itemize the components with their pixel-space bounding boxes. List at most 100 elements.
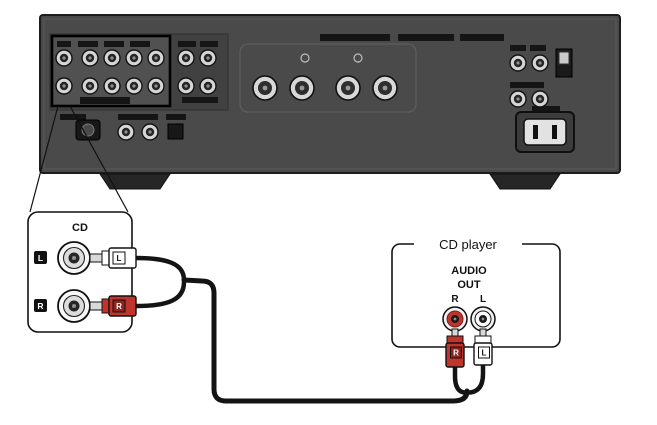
ac-inlet-slot (533, 125, 538, 139)
cable-red-left (133, 279, 187, 309)
device-outline (391, 243, 561, 348)
rca-jack (509, 90, 527, 108)
rca-jack (81, 77, 99, 95)
plug-label: R (116, 302, 122, 311)
label-bar (60, 114, 86, 120)
speaker-terminal (372, 75, 398, 101)
rca-jack (531, 90, 549, 108)
audio-cable (133, 255, 486, 404)
label-bar (104, 41, 124, 47)
speaker-terminal-section (239, 43, 417, 113)
rca-jack (147, 77, 165, 95)
label-bar (166, 114, 186, 120)
callout-line-left (29, 105, 59, 213)
plug-label: L (482, 349, 487, 358)
ac-inlet (515, 111, 575, 153)
channel-r-badge (34, 299, 47, 312)
rca-jack (199, 77, 217, 95)
label-bar (57, 41, 71, 47)
speaker-terminal (289, 75, 315, 101)
audio-label: AUDIO (451, 265, 487, 277)
speaker-group-mark (300, 53, 310, 63)
analog-input-section (49, 33, 229, 111)
rca-plug-white-l: L (89, 247, 137, 269)
panel-label-bars-top (320, 34, 504, 41)
label-bar (80, 97, 130, 104)
jack-hole (481, 317, 485, 321)
plug-label: R (453, 349, 459, 358)
rca-jack (509, 54, 527, 72)
jack-l-label: L (480, 294, 486, 305)
callout-title: CD (72, 222, 88, 234)
plug-badge (112, 299, 126, 313)
rca-jack (531, 54, 549, 72)
plug-tip (89, 301, 103, 311)
device-title: CD player (439, 237, 497, 252)
rca-jack (147, 49, 165, 67)
rca-jack-cd-r-zoom (57, 289, 91, 323)
cable-main-run (181, 277, 470, 404)
panel-inner-edge (43, 18, 617, 170)
rca-jack-cd-l (55, 49, 73, 67)
rca-plug-white-l-player: L (473, 328, 493, 366)
speaker-terminal (335, 75, 361, 101)
callout-line-right (69, 105, 129, 213)
amp-foot-left (99, 173, 171, 190)
label-bar (78, 41, 98, 47)
channel-l-label: L (38, 253, 43, 263)
label-bar (178, 41, 196, 47)
label-bar (200, 41, 218, 47)
plug-tip (89, 253, 103, 263)
rca-jack (125, 77, 143, 95)
panel-label-bars-left (57, 41, 218, 104)
rca-jack (81, 49, 99, 67)
plug-label: L (117, 254, 122, 263)
plug-collar (101, 298, 110, 314)
rca-jack-cd-l-zoom (57, 241, 91, 275)
label-bar (398, 34, 454, 41)
speaker-terminal (252, 75, 278, 101)
plug-badge (478, 346, 490, 359)
amplifier-rear-panel (39, 14, 621, 190)
rca-plug-red-r-player: R (445, 328, 465, 368)
label-bar (530, 45, 546, 51)
label-bar (320, 34, 390, 41)
cd-input-highlight (50, 34, 172, 108)
plug-tip (479, 328, 487, 337)
jack-hole (453, 317, 457, 321)
plug-collar (446, 335, 464, 344)
rca-jack (117, 123, 135, 141)
channel-r-label: R (37, 301, 43, 311)
jack-r-label: R (451, 294, 459, 305)
optical-port (167, 123, 184, 140)
label-bar (460, 34, 504, 41)
cable-white-left (133, 255, 187, 283)
ac-inlet-socket (523, 118, 567, 146)
speaker-group-mark (353, 53, 363, 63)
amp-foot-right (489, 173, 561, 190)
rca-jack (103, 77, 121, 95)
cable-white-right (467, 353, 486, 395)
rca-jack (177, 49, 195, 67)
label-bar (118, 114, 158, 120)
label-bar (130, 41, 150, 47)
rca-jack (177, 77, 195, 95)
ac-inlet-slot (552, 125, 557, 139)
label-bar (182, 97, 218, 103)
cable-red-right (452, 355, 467, 395)
out-label: OUT (457, 279, 481, 291)
title-mask (414, 237, 522, 251)
rca-jack (199, 49, 217, 67)
speaker-area-outline (239, 43, 417, 113)
rca-jack (141, 123, 159, 141)
rca-jack-cd-r (55, 77, 73, 95)
label-bar (510, 82, 544, 88)
rca-jack-out-l (470, 306, 496, 332)
plug-collar (474, 335, 492, 344)
rca-plug-red-r: R (89, 295, 137, 317)
plug-collar (101, 250, 110, 266)
rca-jack (103, 49, 121, 67)
rca-jack-out-r (442, 306, 468, 332)
